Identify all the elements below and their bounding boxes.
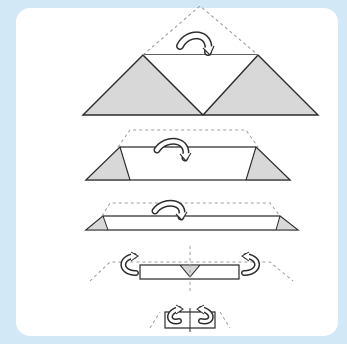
step-2-group (86, 130, 290, 180)
step-5-left-dash (150, 312, 160, 328)
step-4-group (90, 246, 293, 292)
step-1-group (83, 6, 318, 115)
step-1-dashed-peak (143, 6, 258, 55)
step-3-right-flap (276, 216, 298, 230)
step-5-right-dash (220, 312, 230, 328)
step-3-group (86, 203, 298, 230)
step-3-band (86, 216, 298, 230)
step-2-dashed-top (118, 130, 258, 147)
step-3-dashed-top (102, 203, 280, 216)
step-5-group (150, 305, 230, 332)
